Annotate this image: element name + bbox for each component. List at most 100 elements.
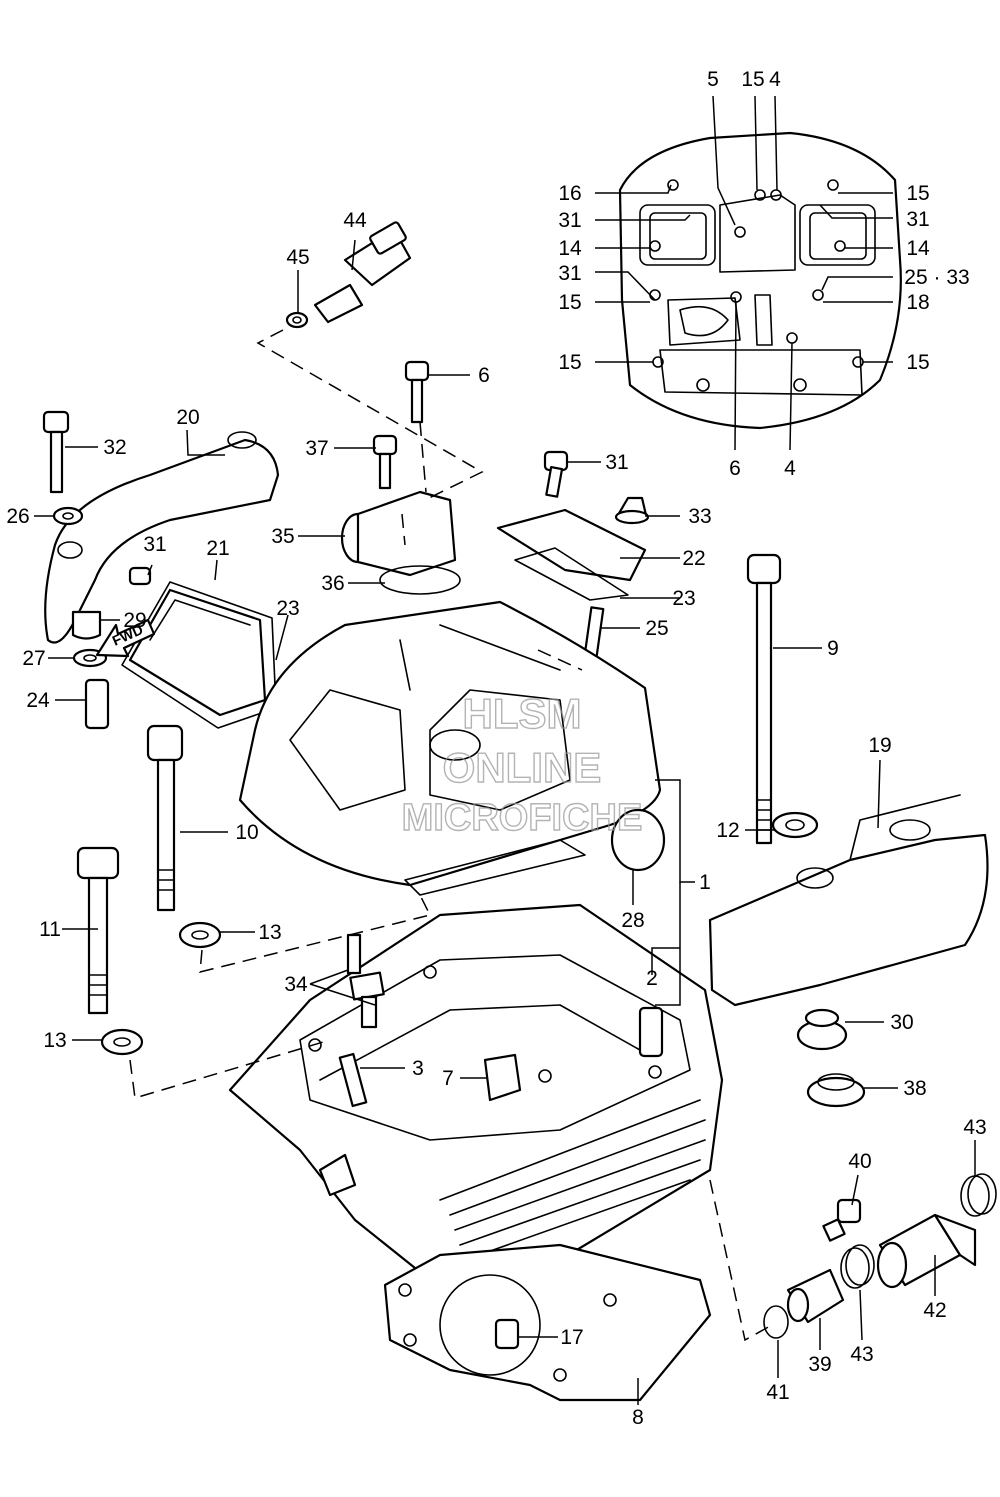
side-cover-19 [708, 794, 989, 1007]
spark-plug-34 [346, 933, 385, 1029]
callout-5: 5 [707, 68, 719, 91]
bolt-32 [42, 410, 70, 494]
callout-22: 22 [682, 547, 705, 570]
collar-24 [84, 678, 110, 730]
callout-42: 42 [923, 1299, 946, 1322]
callout-9: 9 [827, 637, 839, 660]
head-gasket-8 [383, 1243, 712, 1402]
rubber-29 [71, 610, 102, 640]
hose-42 [876, 1213, 977, 1289]
grommet-30 [796, 1008, 848, 1051]
callout-23: 23 [276, 597, 299, 620]
callout-43: 43 [850, 1343, 873, 1366]
bolt-31-left [128, 566, 152, 586]
callout-41: 41 [766, 1381, 789, 1404]
callout-1: 1 [699, 871, 711, 894]
callout-14: 14 [906, 237, 930, 260]
bolt-6 [404, 360, 430, 424]
cover-21 [128, 588, 267, 717]
callout-31: 31 [906, 208, 929, 231]
callout-10: 10 [235, 821, 258, 844]
callout-15: 15 [741, 68, 764, 91]
callout-16: 16 [558, 182, 581, 205]
watermark-line-3: MICROFICHE [402, 797, 643, 839]
callout-28: 28 [621, 909, 644, 932]
callout-33: 33 [688, 505, 711, 528]
washer-12 [771, 811, 819, 839]
nut-33 [614, 496, 650, 525]
collar-38 [806, 1073, 866, 1108]
callout-24: 24 [26, 689, 50, 712]
callout-25: 25 [645, 617, 668, 640]
callout-4: 4 [769, 68, 781, 91]
bolt-11 [76, 846, 120, 1015]
bolt-31-top [543, 450, 569, 498]
clamp-43-lower [840, 1244, 875, 1289]
callout-13: 13 [43, 1029, 66, 1052]
cylinder-head [228, 903, 724, 1282]
leader-lines [34, 95, 976, 1405]
callout-labels: 5 15 4 16 15 31 31 14 14 31 25 · 33 15 1… [6, 68, 986, 1429]
cylinder-head-cover [238, 600, 662, 896]
callout-11: 11 [39, 918, 61, 941]
bolt-10 [146, 724, 184, 912]
spark-plug-3 [338, 1052, 368, 1108]
stud-25 [583, 606, 605, 658]
callout-31: 31 [605, 451, 628, 474]
bolt-9 [746, 553, 782, 845]
callout-17: 17 [560, 1326, 583, 1349]
washer-13-lower [100, 1028, 144, 1056]
callout-43: 43 [963, 1116, 986, 1139]
clamp-43-upper [960, 1173, 997, 1217]
callout-31: 31 [558, 262, 581, 285]
callout-12: 12 [716, 819, 739, 842]
cylinder-head-top-view [618, 131, 902, 430]
watermark: HLSM ONLINE MICROFICHE [401, 689, 643, 839]
callout-32: 32 [103, 436, 126, 459]
callout-6: 6 [478, 364, 490, 387]
callout-26: 26 [6, 505, 29, 528]
gasket-23-right [514, 547, 629, 601]
o-ring-36 [379, 565, 461, 595]
callout-21: 21 [206, 537, 229, 560]
callout-29: 29 [123, 609, 146, 632]
callout-45: 45 [286, 246, 309, 269]
callout-27: 27 [22, 647, 45, 670]
callout-38: 38 [903, 1077, 926, 1100]
callout-30: 30 [890, 1011, 913, 1034]
callout-3: 3 [412, 1057, 424, 1080]
washer-26 [52, 506, 84, 526]
callout-15: 15 [906, 182, 929, 205]
assembly-lines [129, 329, 773, 1342]
callout-8: 8 [632, 1406, 644, 1429]
callout-4: 4 [784, 457, 796, 480]
callout-44: 44 [343, 209, 367, 232]
callout-6: 6 [729, 457, 741, 480]
plug-28 [610, 808, 666, 872]
callout-7: 7 [442, 1067, 454, 1090]
watermark-line-2: ONLINE [443, 744, 602, 791]
temperature-sensor-44 [313, 221, 412, 324]
callout-15: 15 [558, 351, 581, 374]
callout-35: 35 [271, 525, 294, 548]
callout-39: 39 [808, 1353, 831, 1376]
callout-37: 37 [305, 437, 328, 460]
cover-22 [496, 508, 647, 582]
gasket-23-left [121, 581, 277, 729]
callout-23: 23 [672, 587, 695, 610]
o-ring-41 [763, 1305, 789, 1339]
callout-15: 15 [906, 351, 929, 374]
dowel-17 [494, 1318, 520, 1350]
callout-25-33: 25 · 33 [904, 266, 969, 289]
washer-13-upper [178, 921, 222, 949]
callout-13: 13 [258, 921, 281, 944]
callout-20: 20 [176, 406, 199, 429]
callout-18: 18 [906, 291, 929, 314]
callout-19: 19 [868, 734, 891, 757]
water-elbow-35 [340, 490, 457, 577]
callout-14: 14 [558, 237, 582, 260]
washer-45 [285, 311, 309, 329]
watermark-line-1: HLSM [463, 690, 582, 737]
callout-31: 31 [143, 533, 166, 556]
